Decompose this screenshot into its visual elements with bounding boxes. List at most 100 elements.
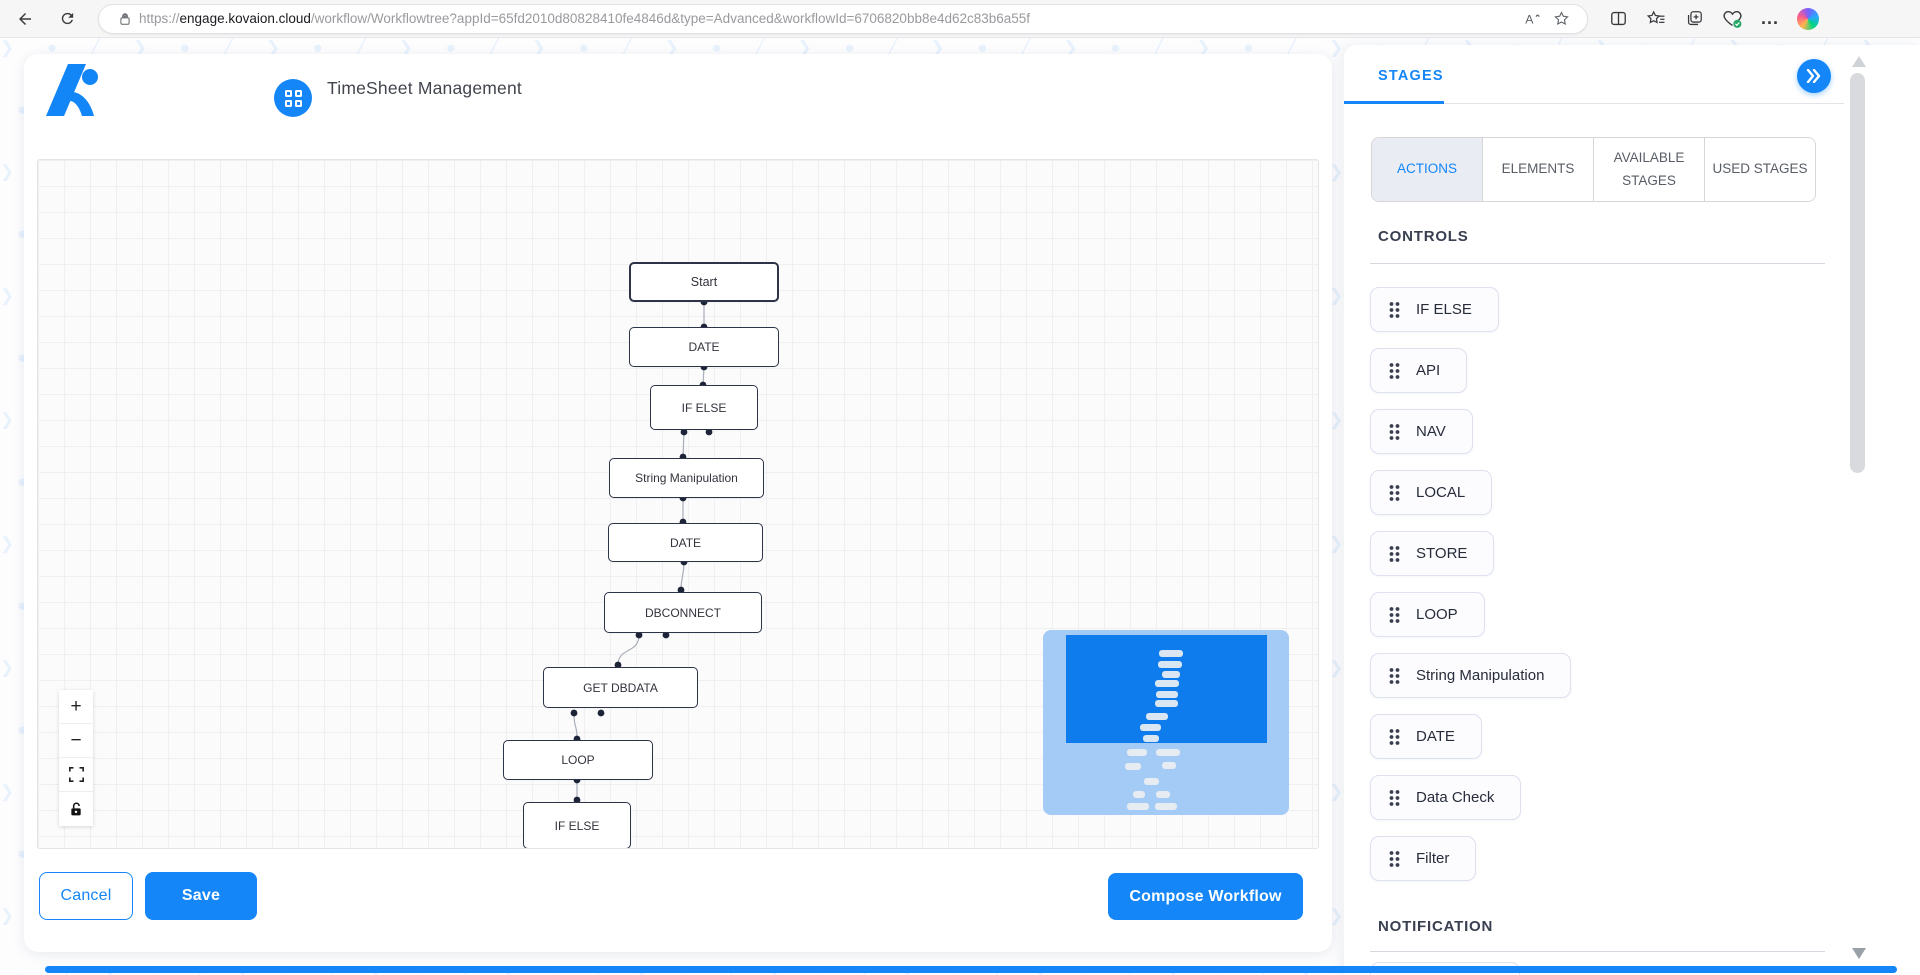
minimap-node-bar <box>1155 700 1178 707</box>
minimap-node-bar <box>1156 749 1180 756</box>
zoom-out-button[interactable]: − <box>59 724 93 758</box>
minimap-node-bar <box>1158 661 1182 668</box>
workflow-node-start[interactable]: Start <box>629 262 779 302</box>
workflow-node-string-manipulation[interactable]: String Manipulation <box>609 458 764 498</box>
tab-elements[interactable]: ELEMENTS <box>1483 138 1594 201</box>
stage-item-label: API <box>1416 362 1441 379</box>
back-button[interactable] <box>8 4 42 34</box>
workflow-node-if-else[interactable]: IF ELSE <box>650 385 758 430</box>
canvas-minimap[interactable] <box>1043 630 1289 815</box>
stage-item-loop[interactable]: LOOP <box>1370 592 1485 637</box>
fit-view-button[interactable] <box>59 758 93 792</box>
lock-open-icon <box>71 802 81 815</box>
lock-button[interactable] <box>59 792 93 826</box>
minimap-node-bar <box>1127 749 1147 756</box>
save-button[interactable]: Save <box>145 872 257 920</box>
zoom-in-button[interactable]: + <box>59 690 93 724</box>
drag-handle-icon <box>1389 545 1400 562</box>
stage-item-string-manipulation[interactable]: String Manipulation <box>1370 653 1572 698</box>
stage-item-store[interactable]: STORE <box>1370 531 1495 576</box>
stage-item-date[interactable]: DATE <box>1370 714 1482 759</box>
minimap-node-bar <box>1146 713 1168 720</box>
workflow-node-date[interactable]: DATE <box>629 327 779 367</box>
drag-handle-icon <box>1389 301 1400 318</box>
drag-handle-icon <box>1389 850 1400 867</box>
url-text: https://engage.kovaion.cloud/workflow/Wo… <box>139 11 1031 26</box>
drag-handle-icon <box>1389 484 1400 501</box>
minimap-node-bar <box>1156 791 1170 798</box>
minimap-node-bar <box>1140 724 1161 731</box>
page-title: TimeSheet Management <box>327 78 522 98</box>
minimap-node-bar <box>1127 803 1149 810</box>
minimap-node-bar <box>1159 650 1183 657</box>
stages-tab-indicator <box>1344 101 1444 104</box>
collections-icon[interactable] <box>1682 7 1706 31</box>
stage-item-label: LOOP <box>1416 606 1458 623</box>
stage-item-nav[interactable]: NAV <box>1370 409 1473 454</box>
browser-essentials-icon[interactable] <box>1720 7 1744 31</box>
double-chevron-right-icon <box>1806 69 1821 83</box>
minimap-node-bar <box>1156 691 1178 698</box>
drag-handle-icon <box>1389 362 1400 379</box>
minimap-node-bar <box>1155 680 1179 687</box>
compose-workflow-button[interactable]: Compose Workflow <box>1108 873 1303 920</box>
lock-icon[interactable] <box>111 5 139 33</box>
scroll-up-arrow-icon[interactable] <box>1852 56 1866 67</box>
canvas-zoom-controls: +− <box>59 690 93 826</box>
url-bar[interactable]: https://engage.kovaion.cloud/workflow/Wo… <box>98 3 1588 34</box>
minimap-node-bar <box>1143 735 1159 742</box>
svg-text:A: A <box>1525 12 1534 26</box>
copilot-icon[interactable] <box>1796 7 1820 31</box>
section-divider <box>1370 263 1825 264</box>
minimap-node-bar <box>1155 803 1177 810</box>
browser-toolbar: https://engage.kovaion.cloud/workflow/Wo… <box>0 0 1920 38</box>
drag-handle-icon <box>1389 423 1400 440</box>
refresh-icon <box>61 12 73 25</box>
copilot-logo <box>1797 7 1819 30</box>
tab-available-stages[interactable]: AVAILABLE STAGES <box>1594 138 1705 201</box>
workflow-node-dbconnect[interactable]: DBCONNECT <box>604 592 762 633</box>
split-screen-icon[interactable] <box>1606 7 1630 31</box>
drag-handle-icon <box>1389 606 1400 623</box>
tab-actions[interactable]: ACTIONS <box>1372 138 1483 201</box>
fit-view-icon <box>68 767 84 782</box>
bottom-blue-bar <box>45 966 1897 973</box>
kovaion-logo <box>46 62 104 118</box>
stage-item-filter[interactable]: Filter <box>1370 836 1477 881</box>
stage-item-data-check[interactable]: Data Check <box>1370 775 1522 820</box>
read-aloud-icon[interactable]: A <box>1519 5 1547 33</box>
app-grid-icon <box>274 79 312 117</box>
workflow-node-date[interactable]: DATE <box>608 523 763 562</box>
favorites-bar-icon[interactable] <box>1644 7 1668 31</box>
cancel-button[interactable]: Cancel <box>39 872 133 920</box>
stage-item-api[interactable]: API <box>1370 348 1468 393</box>
panel-scrollbar-thumb[interactable] <box>1850 73 1865 473</box>
workflow-node-loop[interactable]: LOOP <box>503 740 653 780</box>
stage-item-label: String Manipulation <box>1416 667 1545 684</box>
workflow-node-if-else[interactable]: IF ELSE <box>523 802 631 848</box>
panel-collapse-button[interactable] <box>1797 59 1831 93</box>
minimap-node-bar <box>1162 671 1180 678</box>
drag-handle-icon <box>1389 667 1400 684</box>
section-divider <box>1370 951 1825 952</box>
stage-item-label: NAV <box>1416 423 1446 440</box>
stage-item-label: STORE <box>1416 545 1468 562</box>
stage-item-local[interactable]: LOCAL <box>1370 470 1493 515</box>
panel-header-divider <box>1444 103 1844 104</box>
back-arrow-icon <box>19 12 31 25</box>
refresh-button[interactable] <box>50 4 84 34</box>
minimap-node-bar <box>1125 763 1141 770</box>
drag-handle-icon <box>1389 789 1400 806</box>
more-menu-icon[interactable]: ... <box>1760 8 1779 28</box>
scroll-down-arrow-icon[interactable] <box>1852 948 1866 959</box>
stage-item-if-else[interactable]: IF ELSE <box>1370 287 1499 332</box>
minimap-node-bar <box>1133 791 1145 798</box>
card-header: TimeSheet Management <box>24 54 1332 128</box>
workflow-node-get-dbdata[interactable]: GET DBDATA <box>543 667 698 708</box>
favorite-star-icon[interactable] <box>1547 5 1575 33</box>
tab-used-stages[interactable]: USED STAGES <box>1705 138 1815 201</box>
